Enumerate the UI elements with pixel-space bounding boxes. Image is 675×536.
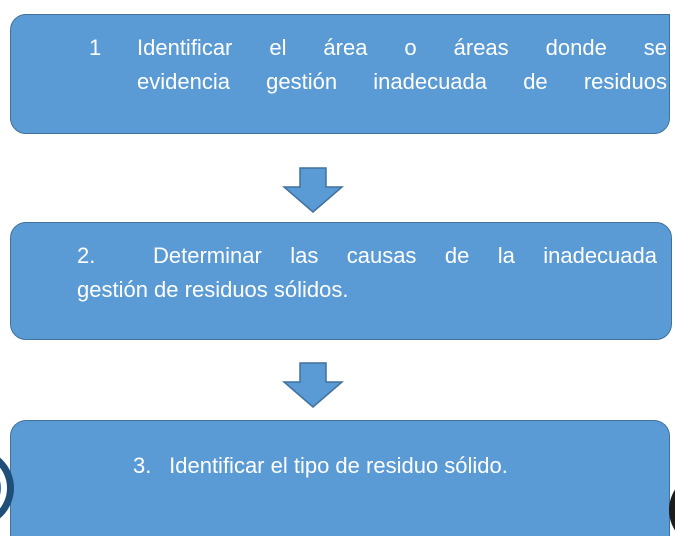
step-2-line-2: gestión de residuos sólidos. [77, 277, 349, 302]
step-2-content: 2. Determinar las causas de la inadecuad… [77, 239, 657, 307]
step-1-box: 1 Identificar el área o áreas donde se e… [10, 14, 670, 134]
seal-emblem-icon [0, 457, 14, 519]
step-1-number: 1 [89, 35, 102, 60]
step-3-text: Identificar el tipo de residuo sólido. [169, 453, 508, 478]
down-arrow-icon [282, 362, 344, 408]
step-2-number: 2. [77, 243, 96, 268]
step-3-content: 3. Identificar el tipo de residuo sólido… [133, 449, 508, 483]
step-2-line-1: Determinar las causas de la inadecuada [153, 243, 657, 268]
step-3-box: 3. Identificar el tipo de residuo sólido… [10, 420, 670, 536]
step-3-number: 3. [133, 453, 152, 478]
seal-emblem-icon [669, 489, 675, 531]
down-arrow-icon [282, 167, 344, 213]
step-2-box: 2. Determinar las causas de la inadecuad… [10, 222, 672, 340]
step-1-line-1: Identificar el área o áreas donde se [137, 35, 667, 60]
step-1-line-2: evidencia gestión inadecuada de residuos [137, 69, 667, 94]
step-1-content: 1 Identificar el área o áreas donde se e… [89, 31, 667, 99]
